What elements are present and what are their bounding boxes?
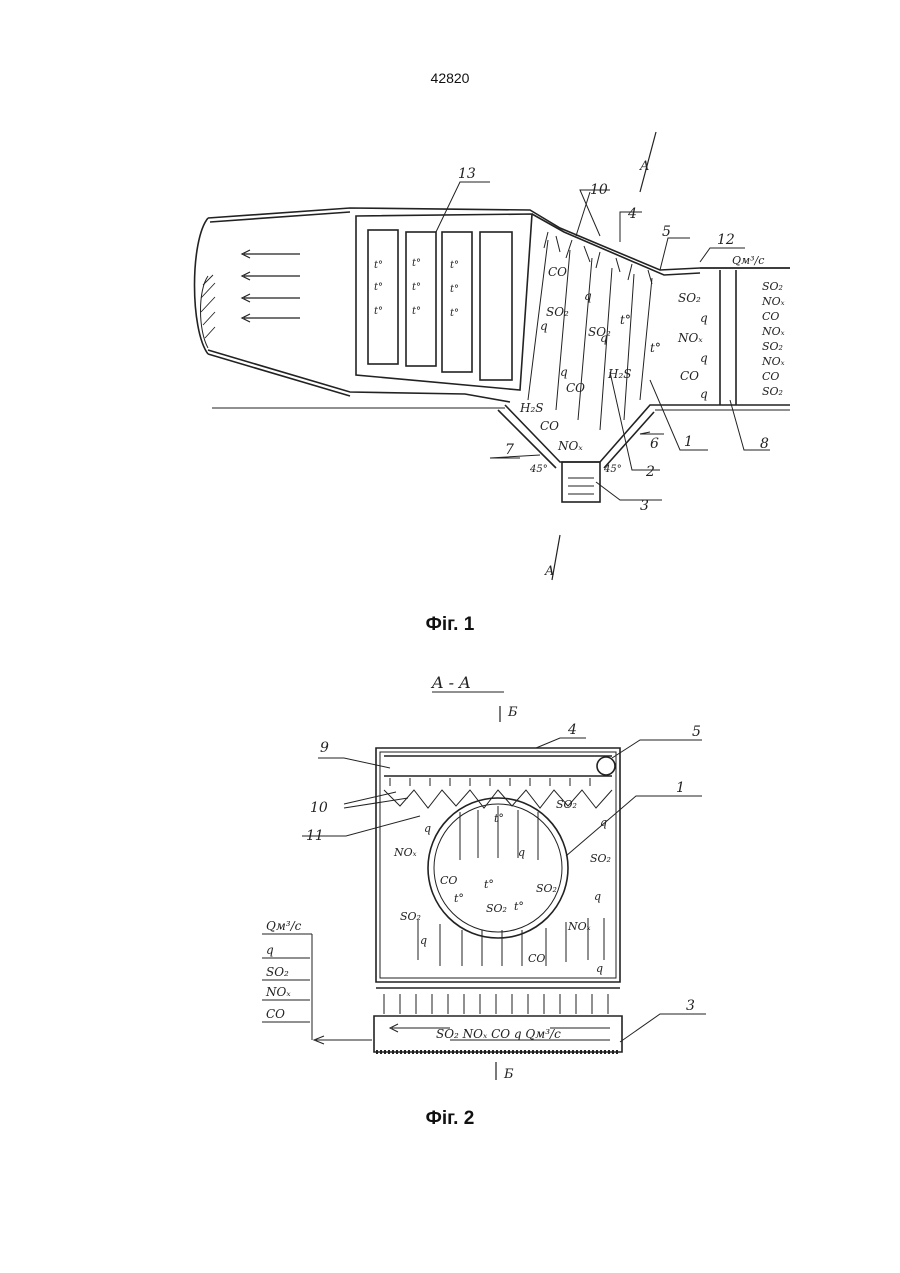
chamber-label: q bbox=[584, 289, 592, 303]
flow-label: Qм³/с bbox=[732, 254, 764, 267]
exchanger-label: t° bbox=[412, 306, 421, 317]
angle-right: 45° bbox=[603, 464, 622, 475]
figure-2-drawing: A - A Б Б 4 5 9 10 11 1 3 Qм³/с q SO₂ NO… bbox=[0, 640, 900, 1110]
chamber-label: CO bbox=[540, 419, 559, 433]
exchanger-label: t° bbox=[450, 284, 459, 295]
chamber-label: H₂S bbox=[607, 367, 632, 381]
cut-mark-top: Б bbox=[507, 705, 518, 720]
inlet-item: SO₂ bbox=[762, 280, 783, 293]
chamber-label: q bbox=[424, 822, 431, 835]
chamber-label: CO bbox=[440, 874, 457, 887]
figure-1-drawing: 13 10 4 5 12 1 2 3 6 7 8 A A Qм³/с 45° 4… bbox=[0, 0, 900, 610]
angle-left: 45° bbox=[529, 464, 548, 475]
exchanger-label: t° bbox=[412, 258, 421, 269]
exchanger-label: t° bbox=[374, 282, 383, 293]
label-10: 10 bbox=[310, 800, 328, 816]
chamber-label: q bbox=[596, 962, 603, 975]
figure-2-caption: Фіг. 2 bbox=[0, 1108, 900, 1130]
chamber-label: q bbox=[600, 816, 607, 829]
label-8: 8 bbox=[760, 436, 769, 452]
chamber-label: SO₂ bbox=[536, 882, 557, 895]
section-mark-top: A bbox=[639, 159, 649, 174]
chamber-label: q bbox=[420, 934, 427, 947]
label-4: 4 bbox=[567, 722, 577, 738]
chamber-label: q bbox=[700, 387, 708, 401]
chamber-label: NOₓ bbox=[393, 846, 417, 859]
label-3: 3 bbox=[640, 498, 649, 514]
chamber-label: NOₓ bbox=[557, 439, 583, 453]
chamber-text: SO₂ q NOₓ q CO q t° q CO q SO₂ q CO H₂S … bbox=[519, 265, 708, 453]
label-13: 13 bbox=[458, 166, 476, 182]
chamber-label: q bbox=[560, 365, 568, 379]
section-mark-bottom: A bbox=[544, 564, 554, 579]
chamber-label: SO₂ bbox=[486, 902, 507, 915]
exchanger-label: t° bbox=[412, 282, 421, 293]
inlet-item: NOₓ bbox=[761, 355, 785, 368]
label-5: 5 bbox=[662, 224, 671, 240]
exchanger-label: t° bbox=[450, 260, 459, 271]
label-12: 12 bbox=[717, 232, 735, 248]
figure-1-caption: Фіг. 1 bbox=[0, 614, 900, 636]
exchanger-label: t° bbox=[374, 306, 383, 317]
label-11: 11 bbox=[306, 828, 324, 844]
chamber-label: H₂S bbox=[519, 401, 544, 415]
chamber-label: CO bbox=[680, 369, 699, 383]
exchanger-label: t° bbox=[374, 260, 383, 271]
inlet-item: NOₓ bbox=[761, 295, 785, 308]
label-2: 2 bbox=[645, 464, 655, 480]
chamber-label: t° bbox=[650, 341, 661, 355]
chamber-label: CO bbox=[566, 381, 585, 395]
chamber-label: NOₓ bbox=[567, 920, 591, 933]
label-9: 9 bbox=[320, 740, 329, 756]
chamber-label: SO₂ bbox=[590, 852, 611, 865]
outlet-item: q bbox=[266, 943, 274, 957]
chamber-label: SO₂ bbox=[546, 305, 569, 319]
inlet-list: SO₂ NOₓ CO NOₓ SO₂ NOₓ CO SO₂ bbox=[761, 280, 785, 398]
chamber-label: q bbox=[700, 351, 708, 365]
outlet-item: NOₓ bbox=[265, 985, 291, 999]
label-3: 3 bbox=[686, 998, 695, 1014]
chamber-label: q bbox=[700, 311, 708, 325]
outlet-item: CO bbox=[266, 1007, 285, 1021]
chamber-label: t° bbox=[514, 900, 524, 913]
chamber-label: SO₂ bbox=[678, 291, 701, 305]
chamber-label: t° bbox=[620, 313, 631, 327]
label-1: 1 bbox=[676, 780, 685, 796]
section-title: A - A bbox=[430, 673, 471, 692]
outlet-item: SO₂ bbox=[266, 965, 289, 979]
label-5: 5 bbox=[692, 724, 701, 740]
chamber-label: CO bbox=[548, 265, 567, 279]
chamber-label: SO₂ bbox=[588, 325, 611, 339]
chamber-label: SO₂ bbox=[556, 798, 577, 811]
label-7: 7 bbox=[505, 442, 514, 458]
label-4: 4 bbox=[627, 206, 637, 222]
exchanger-marks: t° t° t° t° t° t° t° t° t° bbox=[374, 258, 459, 319]
chamber-label: q bbox=[594, 890, 601, 903]
label-1: 1 bbox=[684, 434, 693, 450]
inlet-item: SO₂ bbox=[762, 340, 783, 353]
chamber-label: NOₓ bbox=[677, 331, 703, 345]
chamber-label: t° bbox=[494, 812, 504, 825]
chamber-label: t° bbox=[484, 878, 494, 891]
cut-mark-bottom: Б bbox=[503, 1067, 514, 1082]
trough-text: SO₂ NOₓ CO q Qм³/с bbox=[436, 1027, 561, 1041]
inlet-item: NOₓ bbox=[761, 325, 785, 338]
exchanger-label: t° bbox=[450, 308, 459, 319]
chamber-label: q bbox=[518, 846, 525, 859]
chamber-label: q bbox=[540, 319, 548, 333]
label-6: 6 bbox=[650, 436, 659, 452]
chamber-label: t° bbox=[454, 892, 464, 905]
label-10: 10 bbox=[590, 182, 608, 198]
chamber-label: CO bbox=[528, 952, 545, 965]
chamber-label: SO₂ bbox=[400, 910, 421, 923]
inlet-item: CO bbox=[762, 370, 779, 383]
outlet-item: Qм³/с bbox=[266, 919, 302, 933]
inlet-item: SO₂ bbox=[762, 385, 783, 398]
inlet-item: CO bbox=[762, 310, 779, 323]
